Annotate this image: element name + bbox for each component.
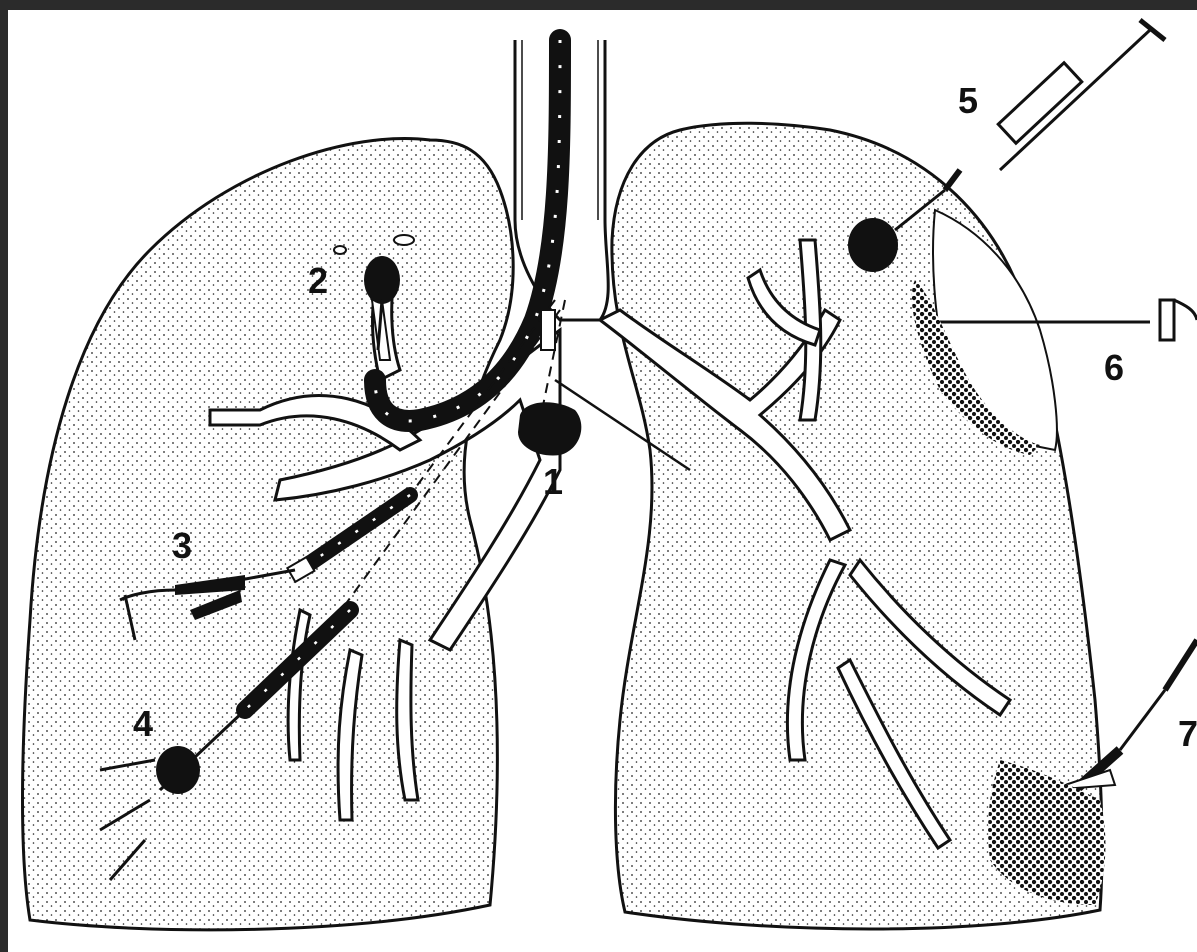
label-3: 3	[172, 528, 192, 564]
label-2: 2	[308, 263, 328, 299]
syringe-5	[895, 20, 1165, 230]
right-lung	[23, 138, 514, 929]
label-5: 5	[958, 83, 978, 119]
label-6: 6	[1104, 350, 1124, 386]
lesion-5	[848, 218, 898, 272]
label-7: 7	[1178, 716, 1197, 752]
lesion-1	[518, 402, 581, 455]
lesion-4	[156, 746, 200, 794]
label-1: 1	[543, 464, 563, 500]
label-4: 4	[133, 706, 153, 742]
lesion-2	[364, 256, 400, 304]
